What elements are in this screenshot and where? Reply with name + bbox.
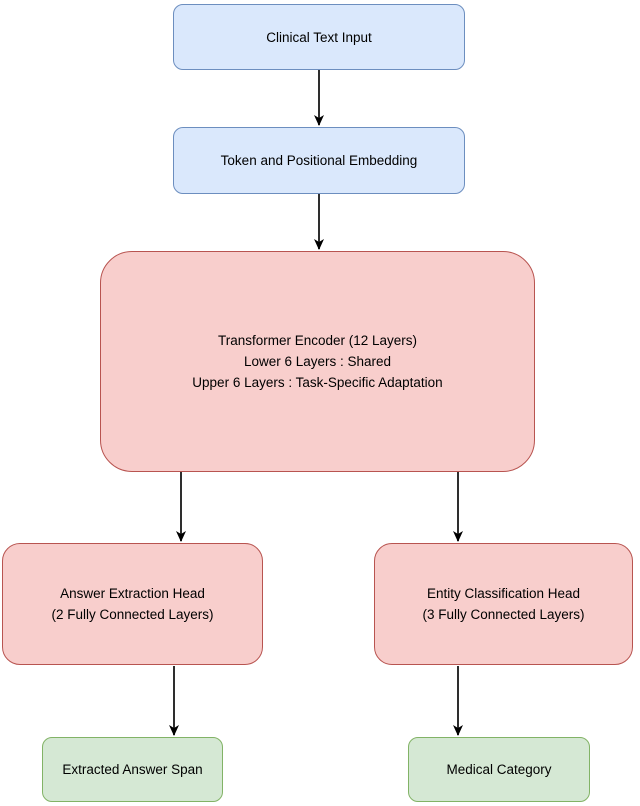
node-label: Extracted Answer Span [62, 762, 203, 777]
node-label-line: Upper 6 Layers : Task-Specific Adaptatio… [192, 375, 443, 390]
node-medical-category: Medical Category [408, 737, 590, 802]
node-label-line: (3 Fully Connected Layers) [422, 607, 585, 622]
node-label: Clinical Text Input [266, 29, 372, 45]
node-label: Entity Classification Head (3 Fully Conn… [422, 583, 584, 625]
node-label-line: Lower 6 Layers : Shared [243, 354, 392, 369]
node-clinical-text-input: Clinical Text Input [173, 4, 465, 70]
node-label: Transformer Encoder (12 Layers) Lower 6 … [192, 330, 442, 393]
node-label: Token and Positional Embedding [220, 153, 418, 168]
node-token-positional-embedding: Token and Positional Embedding [173, 127, 465, 194]
node-label: Answer Extraction Head (2 Fully Connecte… [51, 583, 213, 625]
node-label-line: (2 Fully Connected Layers) [51, 607, 214, 622]
node-label-line: Transformer Encoder (12 Layers) [217, 333, 418, 348]
node-answer-extraction-head: Answer Extraction Head (2 Fully Connecte… [2, 543, 263, 665]
node-label-line: Answer Extraction Head [60, 586, 205, 601]
node-transformer-encoder: Transformer Encoder (12 Layers) Lower 6 … [100, 251, 535, 472]
node-label-line: Entity Classification Head [426, 586, 581, 601]
node-entity-classification-head: Entity Classification Head (3 Fully Conn… [374, 543, 633, 665]
node-extracted-answer-span: Extracted Answer Span [42, 737, 223, 802]
node-label: Medical Category [446, 762, 552, 777]
